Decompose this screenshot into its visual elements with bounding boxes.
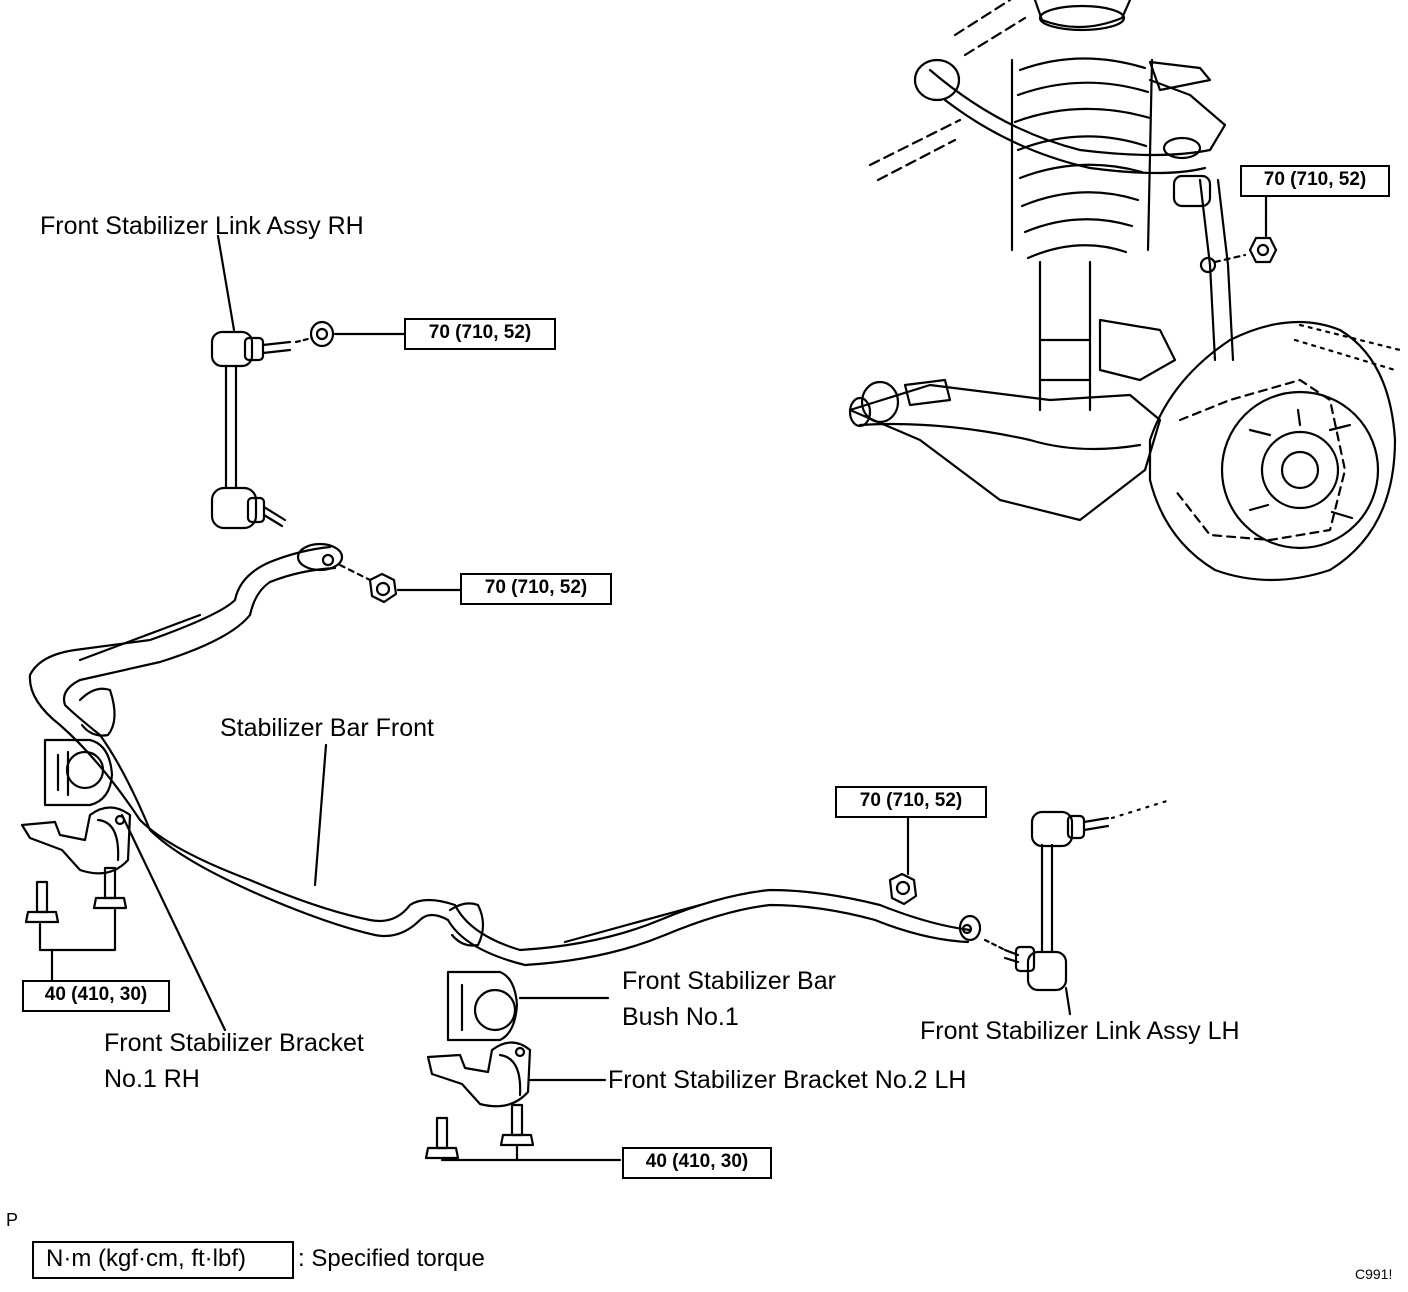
- label-bracket-rh-line2: No.1 RH: [104, 1065, 200, 1093]
- bush-no1: [446, 970, 610, 1042]
- bracket-lh-group: [424, 1041, 622, 1162]
- torque-bracket-rh-bolts: 40 (410, 30): [22, 980, 170, 1012]
- label-bracket-rh-line1: Front Stabilizer Bracket: [104, 1029, 364, 1057]
- torque-suspension-link: 70 (710, 52): [1240, 165, 1390, 197]
- label-bracket-lh: Front Stabilizer Bracket No.2 LH: [608, 1066, 967, 1094]
- stabilizer-bar: [28, 542, 982, 967]
- leader-lines: [313, 193, 1268, 887]
- label-bush-no1-line2: Bush No.1: [622, 1003, 739, 1031]
- torque-link-rh-upper: 70 (710, 52): [404, 318, 556, 350]
- suspension-assembly: [848, 0, 1402, 582]
- link-assy-lh: [888, 798, 1172, 1016]
- bar-end-nut-rh: [368, 572, 462, 604]
- label-stabilizer-bar-front: Stabilizer Bar Front: [220, 714, 434, 742]
- torque-bracket-lh-bolts: 40 (410, 30): [622, 1147, 772, 1179]
- legend-unit-box: N·m (kgf·cm, ft·lbf): [32, 1241, 294, 1279]
- torque-link-rh-lower: 70 (710, 52): [460, 573, 612, 605]
- label-link-assy-lh: Front Stabilizer Link Assy LH: [920, 1017, 1240, 1045]
- label-link-assy-rh: Front Stabilizer Link Assy RH: [40, 212, 364, 240]
- link-assy-rh: [210, 234, 406, 530]
- figure-code: C991!: [1355, 1266, 1393, 1282]
- bracket-rh-group: [20, 738, 227, 1032]
- legend-marker: P: [6, 1210, 19, 1230]
- torque-link-lh: 70 (710, 52): [835, 786, 987, 818]
- label-bush-no1-line1: Front Stabilizer Bar: [622, 967, 836, 995]
- legend-meaning: : Specified torque: [298, 1245, 485, 1272]
